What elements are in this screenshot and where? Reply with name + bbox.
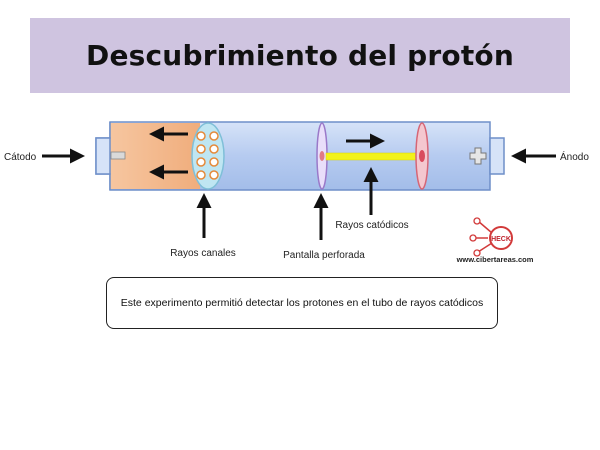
anode-label: Ánodo — [560, 150, 589, 163]
perforated-screen — [316, 122, 328, 190]
anode-disc — [415, 122, 429, 190]
perforated-screen-label: Pantalla perforada — [283, 250, 365, 261]
tube-diagram: Cátodo Ánodo Rayos canales Pantalla perf… — [4, 121, 589, 264]
minus-electrode-icon — [110, 151, 126, 160]
page-title: Descubrimiento del protón — [86, 39, 514, 72]
caption-box: Este experimento permitió detectar los p… — [106, 277, 498, 329]
tube-body — [95, 121, 505, 191]
title-band: Descubrimiento del protón — [30, 18, 570, 93]
canal-ray-disc — [191, 122, 225, 190]
plus-electrode-icon — [469, 147, 487, 165]
cathode-rays-label: Rayos catódicos — [335, 220, 408, 231]
logo-url[interactable]: www.cibertareas.com — [456, 255, 534, 264]
cathode-ray-beam — [325, 152, 419, 161]
logo-text: HECK — [491, 236, 511, 243]
caption-text: Este experimento permitió detectar los p… — [120, 297, 484, 309]
canal-rays-label: Rayos canales — [170, 248, 236, 259]
cibertareas-logo: HECK — [469, 217, 513, 257]
cathode-label: Cátodo — [4, 152, 37, 163]
